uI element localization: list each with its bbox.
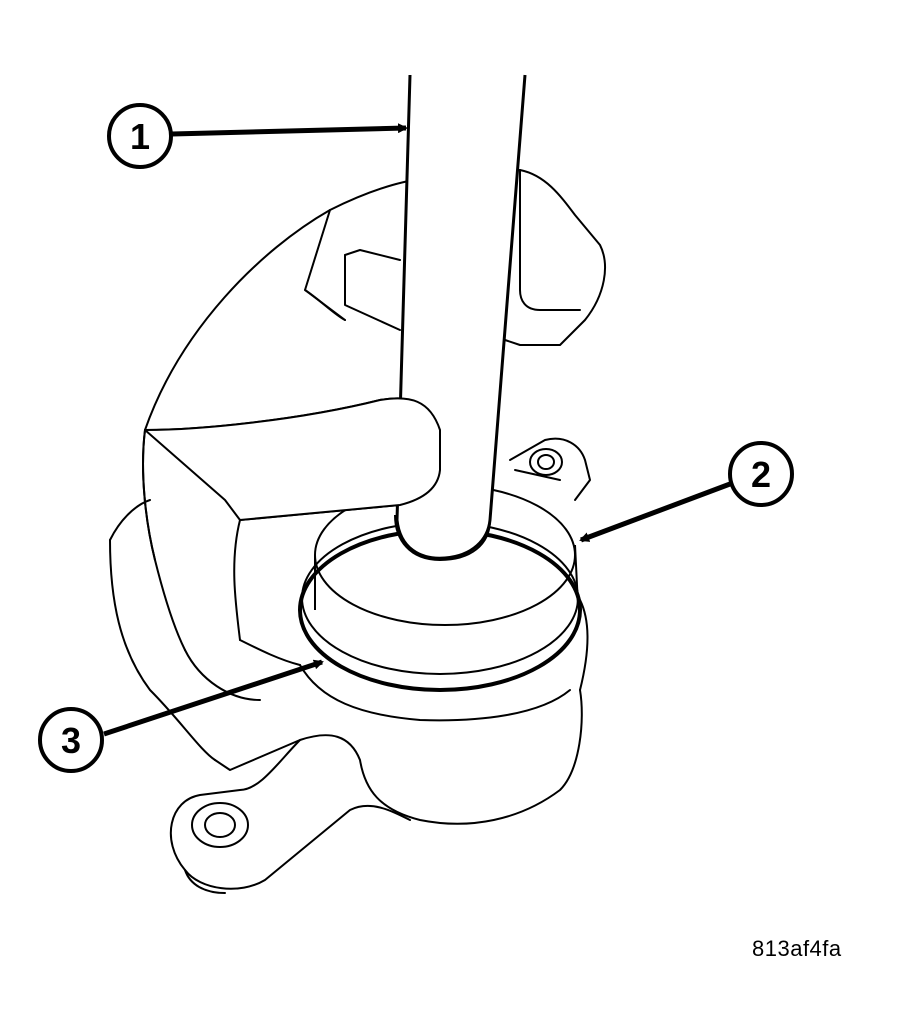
leader-line-2 <box>579 481 731 543</box>
callout-3: 3 <box>38 707 104 773</box>
callout-2: 2 <box>728 441 794 507</box>
bolt-hole-upper <box>529 448 563 476</box>
bolt-hole-lower <box>191 802 249 848</box>
callout-label-3: 3 <box>61 720 81 761</box>
caliper-arm-front <box>144 397 441 521</box>
callout-label-2: 2 <box>751 454 771 495</box>
caliper-arm-front-outline <box>142 429 156 561</box>
leader-line-1 <box>171 123 408 137</box>
caliper-housing <box>109 169 606 894</box>
callout-label-1: 1 <box>130 116 150 157</box>
leader-line-3 <box>103 659 324 737</box>
figure-id: 813af4fa <box>752 936 842 961</box>
callout-1: 1 <box>107 103 173 169</box>
leader-lines <box>103 123 731 737</box>
